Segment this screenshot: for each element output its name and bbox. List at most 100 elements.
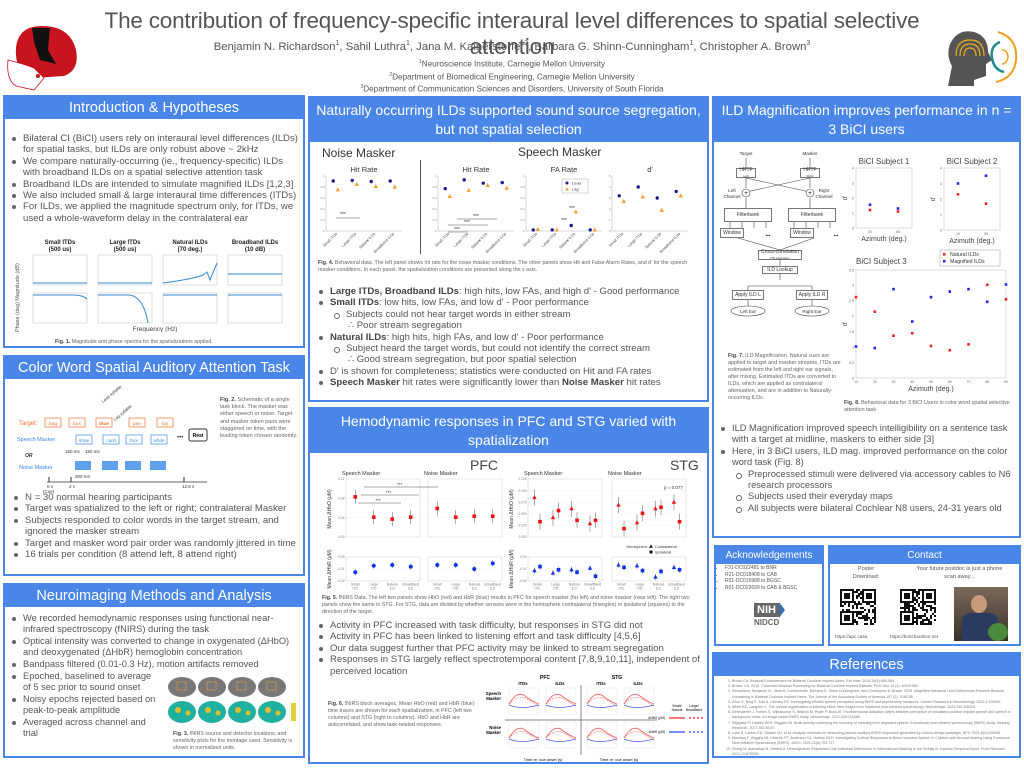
y-tick-label: 0.2	[321, 218, 325, 222]
figure-1-caption: Fig. 1. Magnitude and phase spectra for …	[55, 339, 213, 346]
qr-module	[922, 619, 924, 621]
website-url[interactable]: https://bnrichardson.net	[890, 634, 939, 639]
qr-module	[864, 609, 866, 611]
x-tick-label: Small ITDs	[522, 232, 538, 248]
optode-layout	[236, 681, 247, 691]
natural-ild-point	[892, 334, 895, 338]
qr-module	[858, 601, 860, 603]
bullet-item: Subjects used their everyday maps	[718, 491, 1018, 502]
x-tick-label: ILD	[490, 587, 496, 591]
qr-module	[924, 609, 926, 611]
subject-title: BiCI Subject 1	[859, 157, 910, 166]
qr-module	[934, 603, 936, 605]
x-tick-label: ILD	[590, 587, 596, 591]
frequency-axis-label: Frequency (Hz)	[133, 326, 178, 332]
intro-panel: Introduction & Hypotheses Bilateral CI (…	[3, 95, 305, 348]
dots: •••	[766, 233, 771, 238]
qr-module	[924, 603, 926, 605]
hbr-trace	[586, 704, 618, 708]
qr-module	[908, 605, 910, 607]
data-point	[453, 515, 458, 519]
y-axis-label: Mean ΔHbR (μM)	[327, 549, 333, 588]
plot-frame	[943, 167, 1001, 231]
data-point	[453, 563, 458, 567]
qr-module	[856, 589, 858, 591]
bullet-item: Bandpass filtered (0.01-0.3 Hz), motion …	[9, 659, 301, 670]
flow-arrow	[745, 177, 811, 193]
qr-module	[916, 615, 918, 617]
speech-masker-heading: Speech Masker	[518, 145, 602, 159]
affiliation: 2Department of Biomedical Engineering, C…	[200, 70, 824, 83]
poster-url[interactable]: https://apc.casa	[835, 634, 868, 639]
data-point	[616, 562, 621, 567]
brain-montage	[228, 677, 256, 697]
qr-module	[926, 623, 928, 625]
block-average-plot	[508, 687, 540, 715]
hbr-trace	[545, 704, 577, 708]
qr-code-poster[interactable]	[840, 589, 876, 625]
hbr-trace	[508, 738, 540, 742]
figure-8-caption: Fig. 8. Behavioral data for 3 BiCI Users…	[844, 400, 1014, 414]
hbo-trace	[545, 727, 577, 739]
x-tick-label: Broadband ILDs	[573, 232, 595, 254]
y-tick-label: 2	[852, 315, 854, 319]
natural-ild-point	[956, 193, 960, 196]
y-tick-label: 0	[852, 226, 854, 230]
author-name: Jana M. Kainerstorfer	[416, 40, 525, 53]
magnified-ild-point	[910, 320, 914, 323]
hbo-trace	[508, 727, 540, 739]
qr-module	[856, 591, 858, 593]
x-tick-label: Small	[533, 583, 542, 587]
legend-label: Ipsilateral	[655, 551, 671, 555]
y-tick-label: 4	[852, 166, 854, 170]
qr-module	[930, 621, 932, 623]
data-point	[390, 517, 395, 521]
y-tick-label: 1.5	[849, 330, 854, 334]
ild-mag-panel: ILD Magnification improves performance i…	[712, 96, 1021, 538]
target-word-box	[44, 417, 62, 428]
qr-module	[916, 601, 918, 603]
bullet-text: : high hits, low FAs, and high d' - Good…	[459, 286, 680, 297]
qr-module	[906, 603, 908, 605]
qr-finder-center	[866, 593, 872, 599]
data-point	[573, 209, 578, 214]
qr-module	[926, 611, 928, 613]
x-tick-label: Large ITDs	[453, 232, 469, 248]
figure-4-caption: Fig. 4. Behavioral data. The left panel …	[318, 260, 703, 274]
spectrum-subtitle: (500 us)	[114, 247, 137, 253]
author-list: Benjamin N. Richardson1, Sahil Luthra1, …	[100, 40, 924, 53]
x-tick-label: 80	[985, 380, 989, 384]
bullet-item: Epoched, baselined to average of 5 sec p…	[9, 671, 159, 694]
left-channel-label: Channel	[723, 194, 740, 199]
y-tick-label: 0	[852, 376, 854, 380]
poster-title: The contribution of frequency-specific i…	[104, 8, 920, 59]
row-label: Noise	[489, 725, 501, 730]
rest-box	[188, 428, 208, 442]
x-tick-label: Broadband	[584, 583, 601, 587]
qr-module	[860, 613, 862, 615]
x-tick-label: 30	[868, 230, 872, 234]
noise-burst	[125, 461, 141, 470]
qr-module	[842, 605, 844, 607]
legend-label: Contralateral	[655, 545, 677, 549]
bullet-item: Natural ILDs: high hits, high FAs, and l…	[316, 332, 706, 343]
qr-module	[870, 621, 872, 623]
x-tick-label: Small ITDs	[608, 232, 624, 248]
qr-code-website[interactable]	[900, 589, 936, 625]
qr-module	[916, 593, 918, 595]
qr-module	[854, 591, 856, 593]
affiliation: 3Department of Communication Sciences an…	[200, 82, 824, 95]
x-tick-label: Natural ILDs	[470, 232, 488, 250]
qr-module	[920, 601, 922, 603]
qr-module	[922, 623, 924, 625]
or-label: OR	[25, 453, 33, 459]
data-point	[653, 574, 658, 579]
bullet-item: Here, in 3 BiCI users, ILD mag. improved…	[718, 446, 1018, 469]
postdoc-label: Your future postdoc is just a phone scan…	[916, 566, 1003, 580]
hbo-trace	[545, 731, 577, 741]
magnified-ild-point	[967, 287, 970, 291]
natural-ild-point	[868, 208, 872, 212]
qr-module	[856, 611, 858, 613]
qr-module	[858, 603, 860, 605]
bullet-item: Target was spatialized to the left or ri…	[11, 503, 301, 514]
